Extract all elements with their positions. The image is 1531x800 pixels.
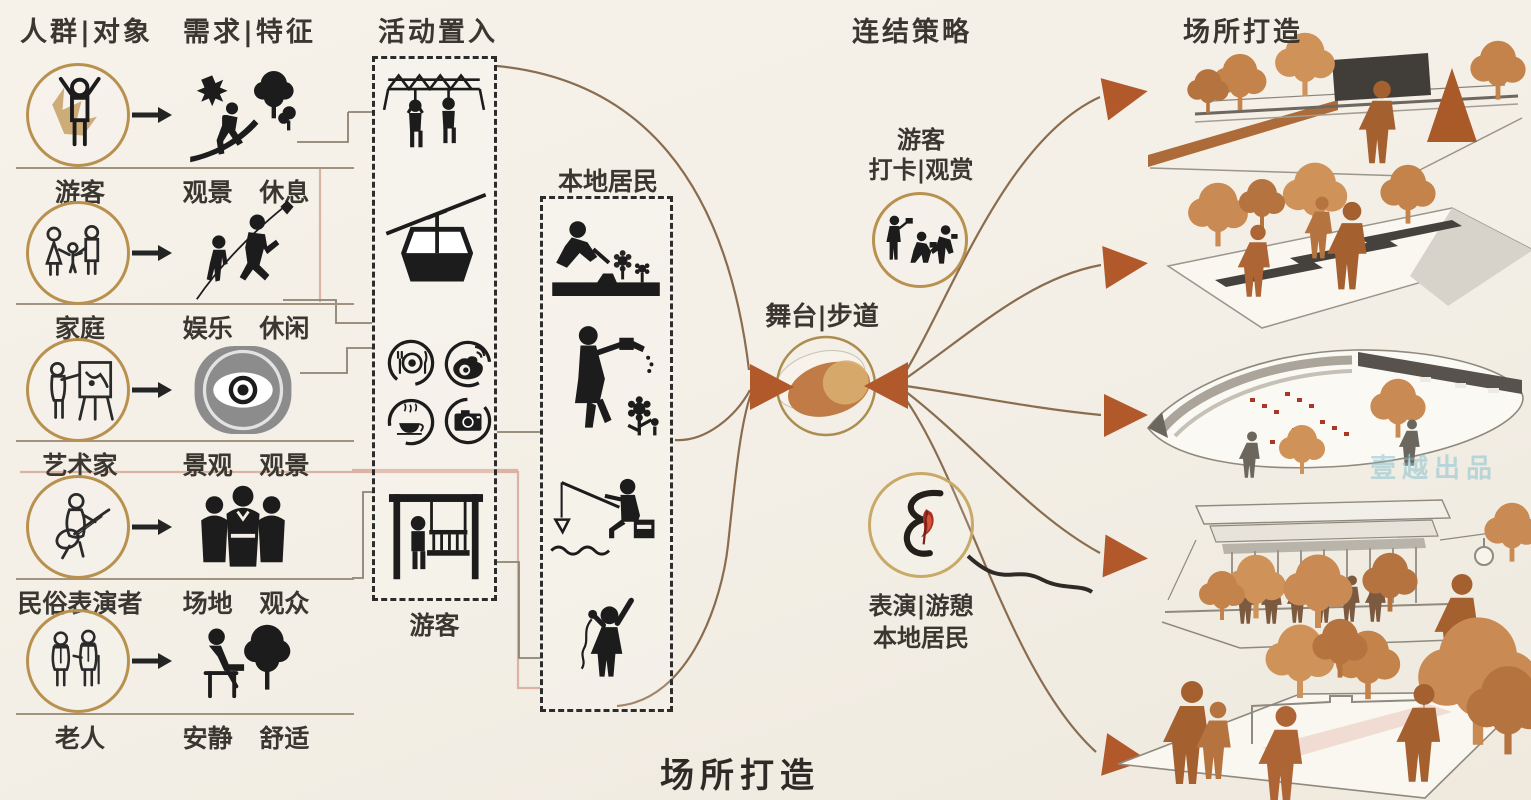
rendering-pavilion [1161,499,1531,672]
strategy-bottom-line2: 本地居民 [873,624,969,652]
rendering-sunken-plaza [1117,617,1531,800]
row-separator [16,713,354,715]
arrow-right-icon [132,107,172,123]
arrow-right-icon [132,382,172,398]
tourist-icon [52,76,101,147]
needs-label: 娱乐 休闲 [182,314,310,343]
guitarist-icon [55,492,111,560]
header-place: 场所打造 [1183,17,1303,48]
residents-box-label: 本地居民 [557,167,658,196]
header-people: 人群|对象 [20,17,153,48]
dining-icon [387,339,435,387]
needs-label: 安静 舒适 [182,724,310,753]
strategy-top-line2: 打卡|观赏 [868,156,974,184]
coffee-icon [387,398,435,446]
rope-bridge-icon [382,73,486,148]
hiking-need [188,60,298,170]
rendering-viewing-bridge [1148,32,1526,177]
dancer-ribbon [966,554,1094,594]
gray-connector-lines [283,111,540,659]
photo-strategy-circle [872,192,968,288]
activity-box-label: 游客 [409,611,460,640]
audience-icon [201,485,285,567]
audience-need [188,472,298,582]
resting-need [188,606,298,716]
arrow-right-icon [132,519,172,535]
dance-strategy-circle [868,472,974,578]
performer-circle [26,475,130,579]
rendering-terrace-platform [1166,162,1531,329]
header-strategy: 连结策略 [852,17,972,48]
arrow-right-icon [132,653,172,669]
family-icon [45,224,100,276]
family-circle [26,201,130,305]
singing-icon [580,597,634,677]
watermark: 壹越出品 [1370,454,1499,484]
eye-icon [194,346,292,434]
strategy-bottom-line1: 表演|游憩 [868,592,974,620]
fishing-icon [550,478,655,556]
arrow-right-icon [132,245,172,261]
needs-label: 景观 观景 [182,451,310,480]
watering-icon [574,326,659,436]
strategy-top-line1: 游客 [897,126,945,154]
bottom-title: 场所打造 [660,756,820,796]
photo-group-icon [886,215,958,264]
landscape-need [188,335,298,445]
hub-right-arrow-icon [864,362,908,409]
row-separator [16,167,354,169]
salmon-connector-lines [20,168,540,690]
sitting-person-tree-icon [203,624,291,699]
header-needs: 需求|特征 [183,17,316,48]
camera-icon [444,397,492,445]
flow-curves [496,64,1102,753]
elderly-circle [26,609,130,713]
swing-icon [388,494,484,580]
hiking-icon [190,71,296,163]
planting-icon [552,221,660,297]
row-separator [16,303,354,305]
elderly-couple-icon [51,629,100,687]
row-separator [16,578,354,580]
artist-icon [49,361,114,421]
rendering-oval-amphitheater [1146,349,1524,478]
rendering-arrows [1100,78,1148,776]
playing-kids-icon [196,200,294,300]
header-activity: 活动置入 [378,17,498,48]
cable-car-icon [385,193,487,282]
hub-label: 舞台|步道 [765,302,879,332]
hub-left-arrow-icon [750,364,794,410]
row-separator [16,440,354,442]
artist-circle [26,338,130,442]
dancer-icon [903,489,944,557]
tourist-circle [26,63,130,167]
needs-label: 场地 观众 [182,589,310,618]
weibo-icon [444,340,492,388]
playing-need [188,198,298,308]
group-label: 老人 [54,724,105,753]
